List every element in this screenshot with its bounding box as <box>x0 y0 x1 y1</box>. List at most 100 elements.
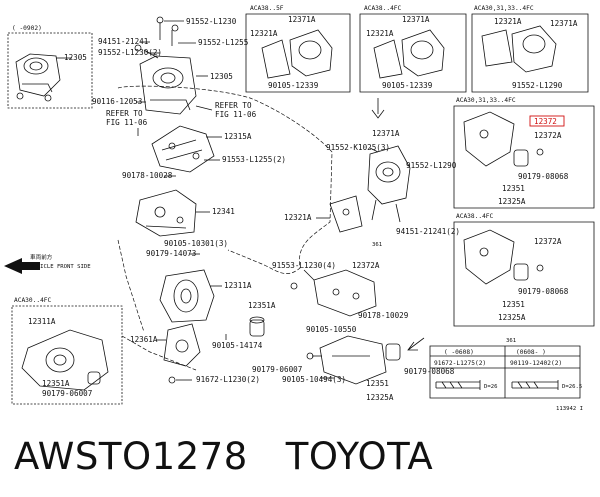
panel-2-part1: 12371A <box>402 15 430 24</box>
product-caption: AWSTO1278 TOYOTA <box>14 432 574 482</box>
panel-b-part3: 12351 <box>502 184 525 193</box>
label-90178-10028: 90178-10028 <box>122 171 173 180</box>
panel-b-part2: 90179-08068 <box>518 172 569 181</box>
bolt-table: 361 ( -0608) (0608- ) 91672-L1275(2) 901… <box>429 338 582 399</box>
highlight-box <box>529 115 565 127</box>
bolt-table-p2: 90119-12402(2) <box>510 360 562 367</box>
ref-text-right-2: FIG 11-06 <box>215 110 257 119</box>
label-91553-l1255-2: 91553-L1255(2) <box>222 155 286 164</box>
ref-text-left-1: REFER TO <box>106 109 143 118</box>
mount-12351 <box>306 335 401 385</box>
label-91552-l1290: 91552-L1290 <box>406 161 457 170</box>
figure-id: 113942 I <box>556 406 583 412</box>
inset-bl-part1: 12311A <box>28 317 56 326</box>
mount-12305-group <box>134 16 197 115</box>
inset-top-left: ( -0902) 12305 <box>7 25 93 109</box>
label-90179-06007: 90179-06007 <box>252 365 302 374</box>
svg-text:361: 361 <box>506 338 516 344</box>
panel-2-part3: 90105-12339 <box>382 81 433 90</box>
label-12351a: 12351A <box>248 301 276 310</box>
panel-c-header: ACA38..4FC <box>456 213 494 220</box>
label-94151-21241-2: 94151-21241(2) <box>396 227 460 236</box>
panel-aca38-4fc: ACA38..4FC 12371A 12321A 90105-12339 <box>359 5 467 93</box>
inset-tl-header: ( -0902) <box>12 25 42 32</box>
highlight-part: 12372 <box>534 117 557 126</box>
mount-12371a <box>367 145 411 223</box>
panel-1-header: ACA38..5F <box>250 5 284 12</box>
panel-b-header: ACA30,31,33..4FC <box>456 97 516 104</box>
panel-3-header: ACA30,31,33..4FC <box>474 5 534 12</box>
panel-c-part1: 12372A <box>534 237 562 246</box>
label-12321a: 12321A <box>284 213 312 222</box>
bolt-table-d1: D=26 <box>484 384 497 390</box>
part-code: AWSTO1278 <box>14 435 248 478</box>
label-90105-10494-3: 90105-10494(3) <box>282 375 346 384</box>
label-12325a: 12325A <box>366 393 394 402</box>
label-91552-l1230-2: 91552-L1230(2) <box>98 48 162 57</box>
label-12305-inset: 12305 <box>64 53 87 62</box>
inset-bottom-left: ACA30..4FC 12311A 12351A 90179-06007 <box>11 297 123 405</box>
inset-bl-part3: 90179-06007 <box>42 389 92 398</box>
label-91552-l1255: 91552-L1255 <box>198 38 248 47</box>
inset-bl-header: ACA30..4FC <box>14 297 52 304</box>
label-90178-10029: 90178-10029 <box>358 311 409 320</box>
bracket-12341 <box>135 189 197 237</box>
panel-right-b: ACA30,31,33..4FC 12372 12372A 90179-0806… <box>453 97 595 209</box>
label-91552-k1025-3: 91552-K1025(3) <box>326 143 390 152</box>
label-12361a: 12361A <box>130 335 158 344</box>
bolt-table-h1: ( -0608) <box>444 349 474 356</box>
ref-text-left-2: FIG 11-06 <box>106 118 148 127</box>
mount-sketch-tl <box>15 53 72 102</box>
panel-c-part4: 12325A <box>498 313 526 322</box>
label-12305: 12305 <box>210 72 233 81</box>
bolt-table-h2: (0608- ) <box>516 349 546 356</box>
brand-name: TOYOTA <box>285 435 434 478</box>
panel-c-part2: 90179-08068 <box>518 287 569 296</box>
label-91552-l1230: 91552-L1230 <box>186 17 237 26</box>
panel-aca30-4fc-a: ACA30,31,33..4FC 12321A 12371A 91552-L12… <box>471 5 589 93</box>
mount-12311a <box>159 269 215 323</box>
panel-aca38-5f: ACA38..5F 12371A 12321A 90105-12339 <box>245 5 351 93</box>
panel-1-part3: 90105-12339 <box>268 81 319 90</box>
label-90105-10550: 90105-10550 <box>306 325 357 334</box>
front-label-jp: 車両前方 <box>30 253 53 261</box>
panel-1-part1: 12371A <box>288 15 316 24</box>
label-94151-21241: 94151-21241 <box>98 37 149 46</box>
panel-right-c: ACA38..4FC 12372A 90179-08068 12351 1232… <box>453 213 595 327</box>
inset-bl-part2: 12351A <box>42 379 70 388</box>
label-90105-14174: 90105-14174 <box>212 341 263 350</box>
label-91553-l1230-4: 91553-L1230(4) <box>272 261 336 270</box>
bolt-table-p1: 91672-L1275(2) <box>434 360 486 367</box>
panel-3-part2: 12371A <box>550 19 578 28</box>
panel-2-part2: 12321A <box>366 29 394 38</box>
label-12371a: 12371A <box>372 129 400 138</box>
label-12311a: 12311A <box>224 281 252 290</box>
panel-3-part1: 12321A <box>494 17 522 26</box>
panel-b-part1: 12372A <box>534 131 562 140</box>
label-90179-14073: 90179-14073 <box>146 249 196 258</box>
panel-1-part2: 12321A <box>250 29 278 38</box>
ref-text-right-1: REFER TO <box>215 101 252 110</box>
label-90116-12053: 90116-12053 <box>92 97 142 106</box>
bracket-12321a <box>329 195 363 233</box>
label-12372a: 12372A <box>352 261 380 270</box>
bracket-12315a <box>151 125 215 173</box>
label-91672-l1230-2: 91672-L1230(2) <box>196 375 260 384</box>
label-12351: 12351 <box>366 379 389 388</box>
label-90105-10301-3: 90105-10301(3) <box>164 239 228 248</box>
panel-3-part3: 91552-L1290 <box>512 81 563 90</box>
bracket-12372a <box>313 269 377 317</box>
label-12341: 12341 <box>212 207 235 216</box>
panel-2-header: ACA38..4FC <box>364 5 402 12</box>
ref-bolt: 361 <box>372 242 382 248</box>
panel-b-part4: 12325A <box>498 197 526 206</box>
front-label-en: VEHICLE FRONT SIDE <box>30 264 91 270</box>
label-12315a: 12315A <box>224 132 252 141</box>
label-90179-08068: 90179-08068 <box>404 367 455 376</box>
bushing-12351a <box>249 316 265 337</box>
panel-c-part3: 12351 <box>502 300 525 309</box>
vehicle-front-arrow <box>4 258 40 274</box>
bracket-12361a <box>163 323 201 367</box>
